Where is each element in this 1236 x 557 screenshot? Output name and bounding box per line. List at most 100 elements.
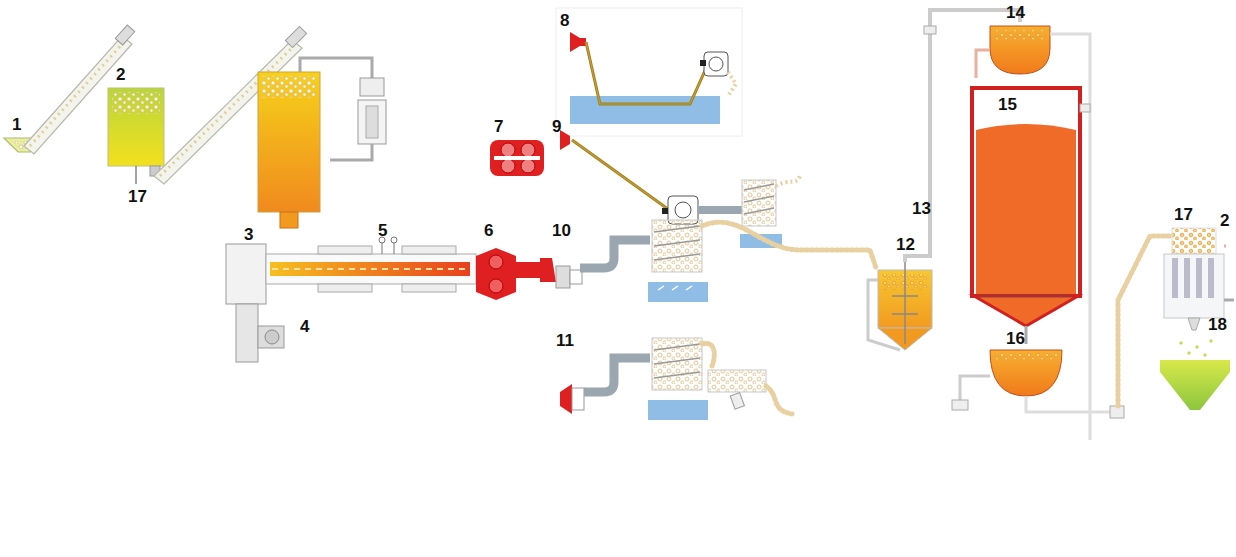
strand-pelletizer-part	[704, 52, 728, 76]
ssp-reactor-part	[980, 295, 1072, 297]
pellet-cooler-part	[1188, 318, 1200, 330]
filter-detail-part	[490, 140, 544, 176]
extruder-part	[236, 304, 258, 362]
callout-number: 4	[300, 318, 309, 335]
discharge-vessel-part	[960, 376, 990, 400]
crystallizer-part	[892, 296, 918, 314]
callout-number: 15	[998, 96, 1017, 113]
dryer-silo-part	[358, 100, 386, 144]
underwater-pelletizer-part	[702, 222, 876, 268]
extruder-part	[402, 284, 456, 292]
ssp-reactor-part	[972, 88, 1080, 296]
strand-pelletizer-part	[744, 184, 774, 214]
pellet-cooler-part	[1172, 228, 1216, 254]
ssp-reactor-part	[1025, 326, 1028, 344]
filter-detail-part	[501, 143, 515, 157]
melt-filter-part	[516, 262, 540, 278]
underwater-pelletizer-part	[652, 338, 702, 390]
extruder-part	[394, 243, 395, 254]
underwater-pelletizer-part	[652, 220, 702, 272]
underwater-pelletizer-part	[560, 384, 572, 414]
strand-pelletizer-part	[586, 42, 712, 104]
pellet-cooler-part	[1208, 258, 1214, 298]
callout-number: 5	[378, 222, 387, 239]
pellet-cooler-part	[1172, 258, 1178, 298]
callout-number: 2	[1220, 212, 1229, 229]
ssp-reactor	[972, 88, 1090, 344]
extruder-part	[258, 326, 284, 348]
crystallizer-part	[904, 262, 906, 344]
discharge-vessel-part	[994, 352, 1058, 362]
filter-detail	[490, 140, 544, 176]
ssp-reactor-part	[1080, 104, 1090, 112]
dryer-silo	[258, 58, 386, 228]
strand-pelletizer-part	[572, 140, 672, 212]
strand-pelletizer-part	[709, 57, 723, 71]
wash-tank	[108, 88, 164, 184]
underwater-pelletizer-part	[708, 370, 766, 392]
underwater-pelletizer-part	[654, 344, 700, 378]
underwater-pelletizer-part	[648, 400, 708, 420]
underwater-pelletizer-part	[580, 240, 650, 268]
receiver-hopper-part	[990, 26, 1050, 74]
pellet-cooler-part	[1164, 254, 1224, 318]
underwater-pelletizer-part	[702, 343, 714, 366]
dryer-silo-part	[366, 106, 378, 138]
receiver-hopper-part	[994, 30, 1046, 42]
callout-number: 18	[1208, 316, 1227, 333]
extruder-part	[318, 246, 372, 254]
dryer-silo-part	[258, 72, 320, 212]
callout-number: 3	[244, 226, 253, 243]
extruder-part	[402, 246, 456, 254]
ssp-reactor-part	[974, 296, 1078, 326]
filter-detail-part	[501, 159, 515, 173]
crystallizer-part	[924, 26, 936, 34]
dryer-silo-part	[300, 58, 372, 78]
strand-pelletizer-part	[698, 206, 742, 214]
underwater-pelletizer-part	[730, 393, 744, 410]
strand-pelletizer-part	[586, 42, 712, 104]
wash-tank-part	[108, 88, 164, 166]
extruder-part	[270, 262, 470, 276]
strand-pelletizer-part	[662, 208, 668, 214]
strand-pelletizer-part	[570, 96, 720, 124]
callout-number: 10	[552, 222, 571, 239]
screw-conveyor-part	[285, 26, 306, 47]
extruder-part	[226, 244, 266, 304]
strand-pelletizer-part	[776, 176, 800, 186]
strand-pelletizer-part	[700, 60, 706, 66]
discharge-vessel-part	[952, 400, 968, 410]
product-silo-part	[1180, 340, 1212, 356]
strand-pelletizer-part	[572, 140, 672, 212]
callout-number: 1	[12, 116, 21, 133]
pellet-cooler-part	[1224, 299, 1234, 302]
melt-filter-part	[476, 248, 516, 300]
extruder-part	[318, 284, 372, 292]
pellet-cooler-part	[1184, 258, 1190, 298]
extruder-part	[266, 254, 476, 284]
callout-number: 14	[1006, 4, 1025, 21]
callout-number: 12	[896, 236, 915, 253]
underwater-pelletizer	[560, 338, 792, 420]
screw-conveyor-part	[115, 25, 134, 45]
product-silo-part	[1160, 336, 1230, 412]
pellet-cooler-part	[1224, 245, 1226, 248]
callout-number: 2	[116, 66, 125, 83]
product-silo-part	[1160, 360, 1230, 410]
crystallizer-part	[868, 280, 900, 350]
callout-number: 16	[1006, 330, 1025, 347]
filter-detail-part	[521, 143, 535, 157]
filter-detail-part	[494, 156, 540, 160]
underwater-pelletizer-part	[658, 286, 692, 290]
extruder	[226, 237, 476, 362]
dryer-silo-part	[262, 76, 316, 98]
filter-detail-part	[521, 159, 535, 173]
strand-pelletizer-part	[675, 202, 691, 218]
strand-pelletizer	[556, 8, 742, 136]
discharge-vessel-part	[990, 350, 1062, 396]
extruder-part	[272, 268, 468, 270]
underwater-pelletizer-part	[556, 266, 570, 288]
callout-number: 6	[484, 222, 493, 239]
wash-tank-part	[112, 92, 160, 114]
discharge-vessel-part	[1026, 396, 1120, 412]
